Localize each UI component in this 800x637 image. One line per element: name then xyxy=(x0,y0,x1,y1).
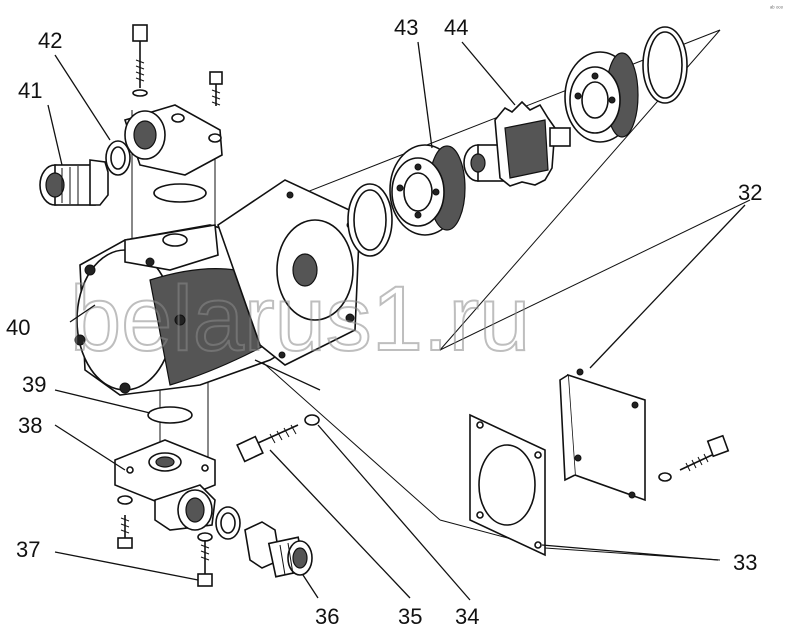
fitting-41 xyxy=(39,159,109,206)
callout-41: 41 xyxy=(18,78,42,103)
callout-33: 33 xyxy=(733,550,757,575)
o-ring-39 xyxy=(147,406,193,424)
callout-42: 42 xyxy=(38,28,62,53)
fitting-36 xyxy=(244,521,313,578)
callout-40: 40 xyxy=(6,315,30,340)
washer-42 xyxy=(105,140,131,176)
callout-43: 43 xyxy=(394,15,418,40)
callout-44: 44 xyxy=(444,15,468,40)
gear-shaft-44 xyxy=(463,100,571,187)
callout-labels: 41 42 43 44 32 40 39 38 37 36 35 34 33 xyxy=(6,15,762,629)
o-ring-upper xyxy=(153,183,207,203)
snap-ring-middle xyxy=(347,183,393,257)
lower-flange-block-38 xyxy=(114,439,216,531)
callout-38: 38 xyxy=(18,413,42,438)
callout-34: 34 xyxy=(455,604,479,629)
callout-32: 32 xyxy=(738,180,762,205)
gasket-33 xyxy=(469,413,546,557)
washer-lower xyxy=(215,506,241,540)
retaining-ring xyxy=(642,26,688,104)
leader-lines xyxy=(47,41,746,601)
callout-36: 36 xyxy=(315,604,339,629)
watermark-text: belarus1.ru xyxy=(70,268,530,370)
bearing-43 xyxy=(389,144,466,236)
pump-body-40 xyxy=(74,179,361,396)
upper-flange-block xyxy=(123,24,223,176)
callout-35: 35 xyxy=(398,604,422,629)
bolt-35-washer-34 xyxy=(236,414,320,463)
corner-mark: ᵃᵇ ᵒᵒᵒ xyxy=(770,5,784,12)
cover-plate-32 xyxy=(559,368,730,502)
callout-39: 39 xyxy=(22,372,46,397)
lower-bolts-37 xyxy=(117,495,213,587)
bearing-right xyxy=(564,51,639,143)
callout-37: 37 xyxy=(16,537,40,562)
